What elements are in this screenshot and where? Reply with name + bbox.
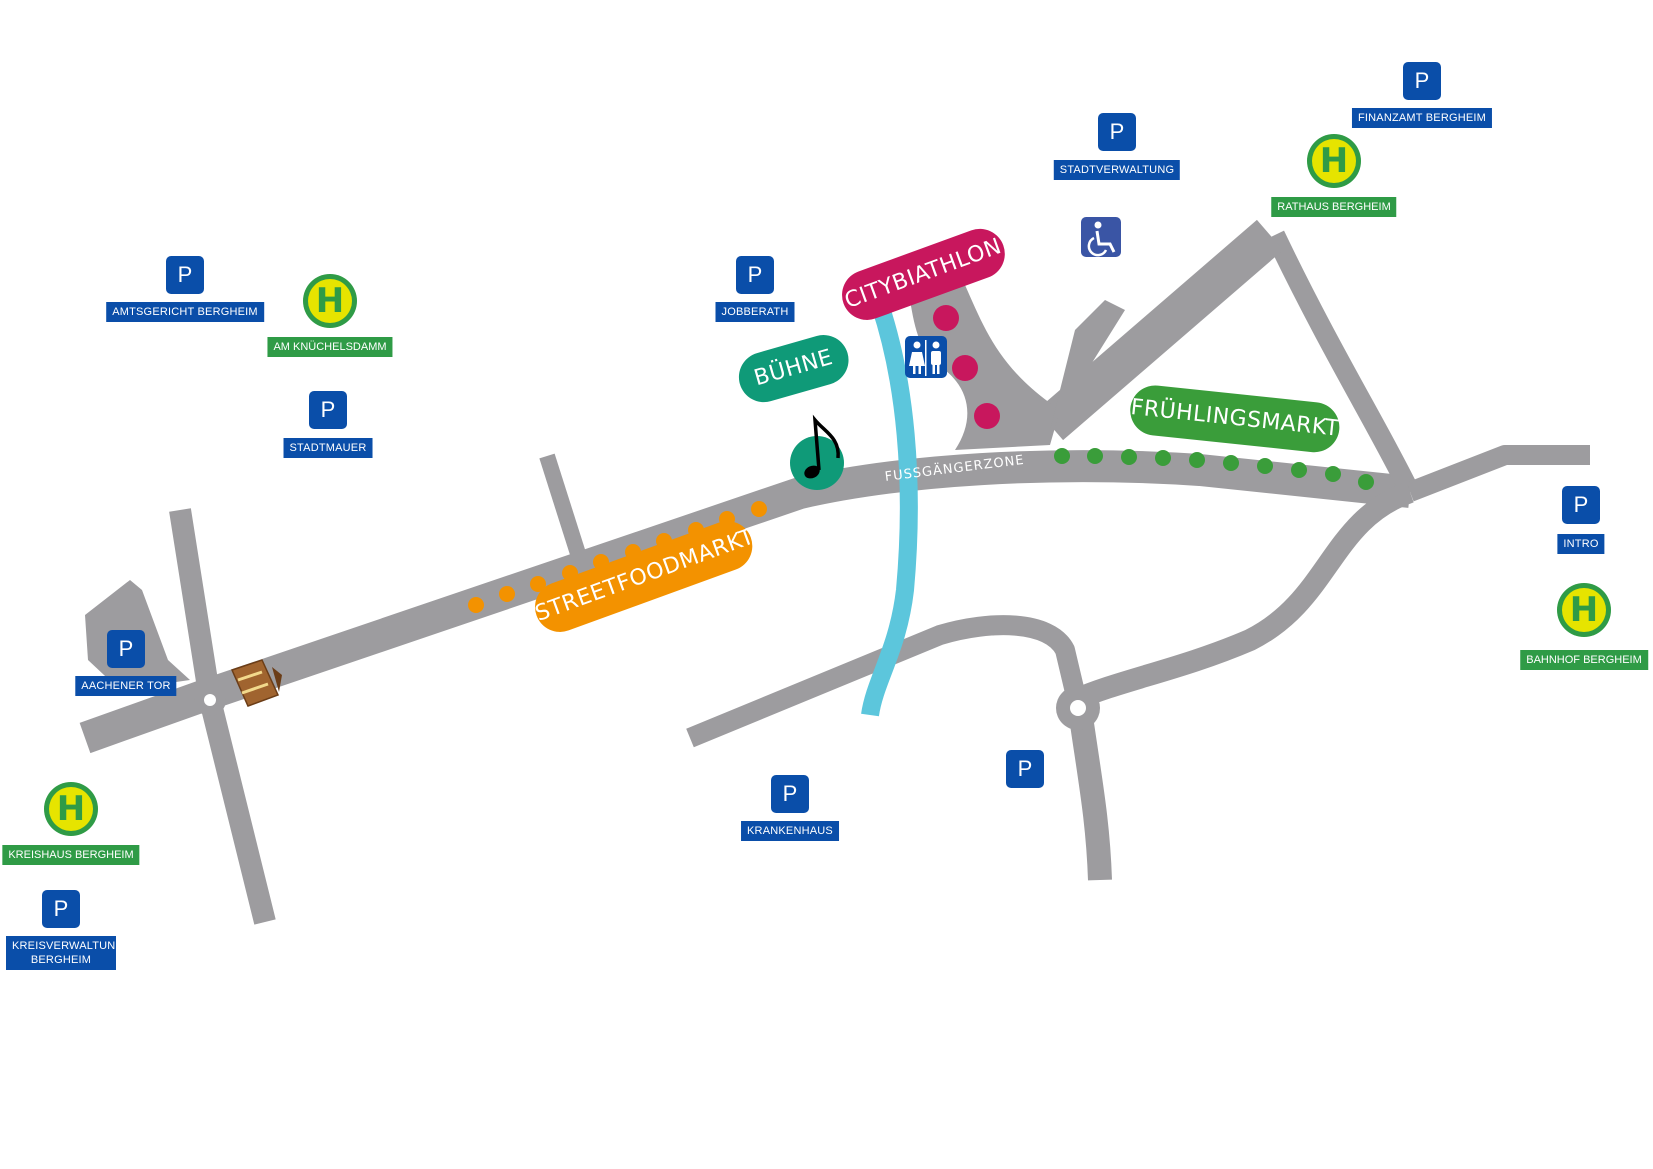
- fussgaengerzone-road: [79, 450, 1412, 754]
- plaza-east-wedge: [1050, 300, 1125, 430]
- music-note-icon: [790, 414, 844, 490]
- parking-icon-finanzamt[interactable]: P: [1403, 62, 1441, 100]
- fruehlingsmarkt-dot: [1358, 474, 1374, 490]
- citybiathlon-dot: [974, 403, 1000, 429]
- bus-stop-letter: H: [49, 787, 93, 831]
- parking-icon-aachener-tor[interactable]: P: [107, 630, 145, 668]
- parking-label-finanzamt: FINANZAMT BERGHEIM: [1351, 108, 1493, 128]
- citybiathlon-dot: [933, 305, 959, 331]
- river: [861, 302, 918, 717]
- fruehlingsmarkt-dot: [1223, 455, 1239, 471]
- bus-stop-icon-rathaus[interactable]: H: [1307, 134, 1361, 188]
- bus-stop-label-kreishaus: KREISHAUS BERGHEIM: [2, 845, 140, 865]
- bus-stop-letter: H: [1562, 588, 1606, 632]
- south-road: [1068, 708, 1112, 881]
- parking-label-stadtmauer: STADTMAUER: [283, 438, 373, 458]
- parking-icon-stadtverwaltung[interactable]: P: [1098, 113, 1136, 151]
- roundabout-south-center: [1070, 700, 1086, 716]
- northeast-road: [1036, 219, 1284, 441]
- fruehlingsmarkt-dot: [1054, 448, 1070, 464]
- wheelchair-icon: [1081, 217, 1121, 257]
- streetfood-dot: [499, 586, 515, 602]
- fruehlingsmarkt-dot: [1257, 458, 1273, 474]
- roundabout-west-center: [204, 694, 216, 706]
- southeast-road: [1070, 481, 1414, 711]
- fruehlingsmarkt-dot: [1325, 466, 1341, 482]
- parking-icon-krankenhaus[interactable]: P: [771, 775, 809, 813]
- citybiathlon-dots: [933, 305, 1000, 429]
- parking-label-kreisverwaltung: KREISVERWALTUNG BERGHEIM: [6, 936, 124, 970]
- parking-icon-stadtmauer[interactable]: P: [309, 391, 347, 429]
- fruehlingsmarkt-dot: [1087, 448, 1103, 464]
- parking-label-krankenhaus: KRANKENHAUS: [741, 821, 839, 841]
- bus-stop-icon-kreishaus[interactable]: H: [44, 782, 98, 836]
- bus-stop-icon-am-knuechelsdamm[interactable]: H: [303, 274, 357, 328]
- bus-stop-letter: H: [1312, 139, 1356, 183]
- bus-stop-label-bahnhof: BAHNHOF BERGHEIM: [1520, 650, 1648, 670]
- streetfood-dot: [751, 501, 767, 517]
- toilet-icon: [905, 336, 947, 378]
- fruehlingsmarkt-dot: [1189, 452, 1205, 468]
- parking-label-stadtverwaltung: STADTVERWALTUNG: [1053, 160, 1181, 180]
- bus-stop-letter: H: [308, 279, 352, 323]
- parking-icon-kreisverwaltung[interactable]: P: [42, 890, 80, 928]
- fruehlingsmarkt-dot: [1155, 450, 1171, 466]
- parking-icon-intro[interactable]: P: [1562, 486, 1600, 524]
- parking-icon-amtsgericht[interactable]: P: [166, 256, 204, 294]
- rathaus-road: [1265, 230, 1420, 497]
- fruehlingsmarkt-dots: [1054, 448, 1374, 490]
- streetfood-dot: [468, 597, 484, 613]
- parking-label-intro: INTRO: [1557, 534, 1605, 554]
- parking-icon-south[interactable]: P: [1006, 750, 1044, 788]
- fruehlingsmarkt-dot: [1291, 462, 1307, 478]
- east-road: [1406, 445, 1590, 502]
- parking-icon-jobberath[interactable]: P: [736, 256, 774, 294]
- fruehlingsmarkt-dot: [1121, 449, 1137, 465]
- parking-label-aachener-tor: AACHENER TOR: [75, 676, 177, 696]
- north-side-road: [539, 453, 588, 563]
- bus-stop-icon-bahnhof[interactable]: H: [1557, 583, 1611, 637]
- south-west-road: [686, 615, 1088, 748]
- citybiathlon-dot: [952, 355, 978, 381]
- bus-stop-label-rathaus: RATHAUS BERGHEIM: [1271, 197, 1397, 217]
- parking-label-jobberath: JOBBERATH: [715, 302, 795, 322]
- parking-label-amtsgericht: AMTSGERICHT BERGHEIM: [106, 302, 264, 322]
- city-gate-icon: [230, 659, 282, 707]
- bus-stop-label-am-knuechelsdamm: AM KNÜCHELSDAMM: [267, 337, 393, 357]
- road-network: [79, 219, 1590, 925]
